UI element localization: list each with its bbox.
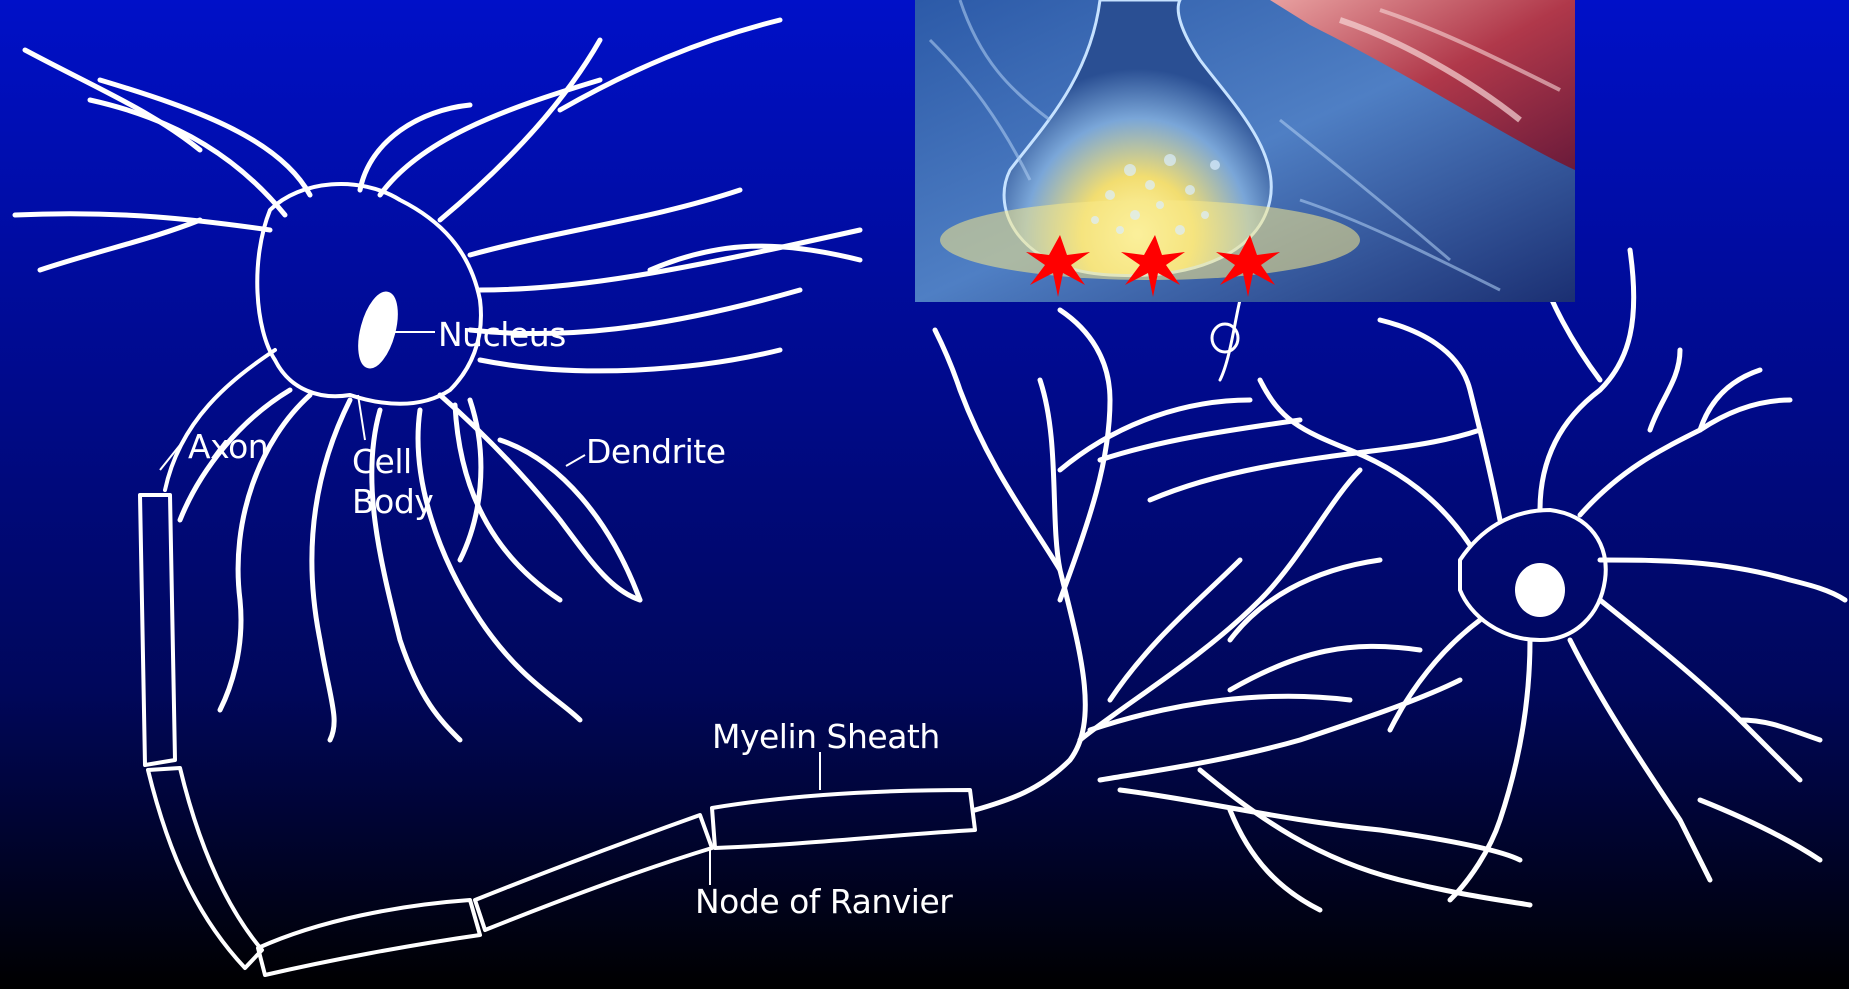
label-axon: Axon — [188, 428, 268, 466]
label-dendrite: Dendrite — [586, 433, 726, 471]
label-cell-body-line1: Cell — [352, 443, 412, 481]
label-cell-body-line2: Body — [352, 483, 433, 521]
label-nucleus: Nucleus — [438, 316, 566, 354]
synapse-inset — [915, 0, 1575, 302]
label-myelin-sheath: Myelin Sheath — [712, 718, 940, 756]
right-neuron — [1260, 250, 1845, 900]
label-node-of-ranvier: Node of Ranvier — [695, 883, 952, 921]
nucleus-shape — [353, 289, 404, 371]
